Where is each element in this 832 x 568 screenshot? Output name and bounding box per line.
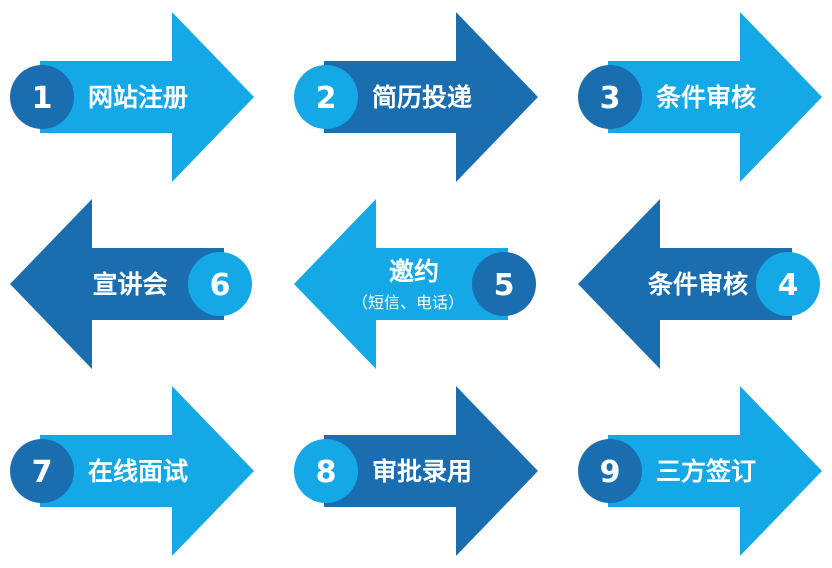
step-6-arrow-shape	[10, 199, 224, 369]
step-8-number-badge	[294, 439, 358, 503]
step-3-number: 3	[600, 81, 621, 116]
step-7-arrow: 7 在线面试	[10, 386, 254, 556]
step-1-number: 1	[32, 81, 53, 116]
step-4-arrow: 4 条件审核	[578, 199, 820, 369]
step-2-arrow: 2 简历投递	[294, 12, 538, 182]
step-7-arrow-shape	[40, 386, 254, 556]
step-5-label: 邀约	[389, 257, 439, 286]
step-1-arrow: 1 网站注册	[10, 12, 254, 182]
step-9-arrow-shape	[608, 386, 822, 556]
step-9-label: 三方签订	[656, 457, 756, 486]
step-6-number-badge	[188, 252, 252, 316]
step-6-label: 宣讲会	[92, 270, 167, 299]
step-9-number: 9	[600, 455, 621, 490]
step-7-label: 在线面试	[88, 457, 188, 486]
step-5-arrow-shape	[294, 199, 508, 369]
step-2-number: 2	[316, 81, 337, 116]
step-3-label: 条件审核	[656, 83, 756, 112]
step-9-number-badge	[578, 439, 642, 503]
step-1-number-badge	[10, 65, 74, 129]
step-4-number-badge	[756, 252, 820, 316]
step-3-number-badge	[578, 65, 642, 129]
step-5-number-badge	[472, 252, 536, 316]
step-8-label: 审批录用	[372, 457, 472, 486]
step-3-arrow: 3 条件审核	[578, 12, 822, 182]
step-6-arrow: 6 宣讲会	[10, 199, 252, 369]
step-4-number: 4	[778, 268, 799, 303]
step-1-label: 网站注册	[88, 83, 188, 112]
step-2-number-badge	[294, 65, 358, 129]
step-7-number: 7	[32, 455, 53, 490]
step-5-arrow: 5 邀约 （短信、电话）	[294, 199, 536, 369]
step-3-arrow-shape	[608, 12, 822, 182]
step-6-number: 6	[210, 268, 231, 303]
step-7-number-badge	[10, 439, 74, 503]
step-4-label: 条件审核	[648, 270, 748, 299]
arrows-layer: 1 网站注册 2 简历投递 3 条件审核 6 宣讲会 5 邀约 （短信、电话） 4 条件审核 7 在线面试 8…	[10, 12, 822, 556]
step-2-arrow-shape	[324, 12, 538, 182]
step-8-arrow: 8 审批录用	[294, 386, 538, 556]
step-2-label: 简历投递	[372, 83, 472, 112]
step-5-sublabel: （短信、电话）	[352, 293, 464, 312]
step-9-arrow: 9 三方签订	[578, 386, 822, 556]
step-4-arrow-shape	[578, 199, 792, 369]
step-5-number: 5	[494, 268, 515, 303]
step-8-arrow-shape	[324, 386, 538, 556]
step-1-arrow-shape	[40, 12, 254, 182]
step-8-number: 8	[316, 455, 337, 490]
